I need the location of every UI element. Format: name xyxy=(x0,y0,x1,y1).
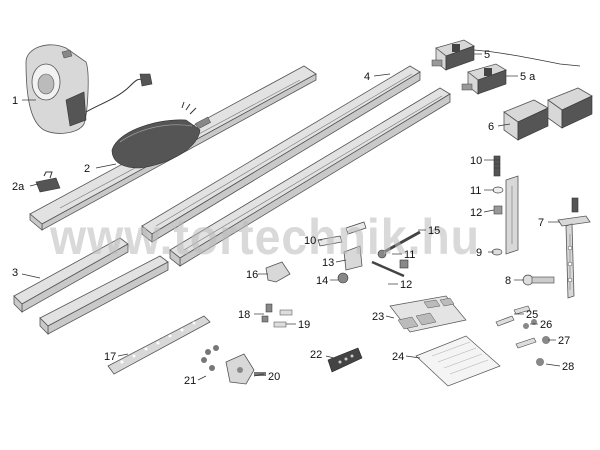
leader-lines xyxy=(21,53,561,381)
part-12-screw-center xyxy=(371,259,409,278)
callout-8: 8 xyxy=(505,275,511,287)
callout-5a: 5 a xyxy=(520,71,536,83)
part-16-cam-plate xyxy=(265,261,291,283)
part-2-drive-rail xyxy=(29,65,317,231)
part-15-long-bolt xyxy=(377,230,421,259)
callout-17: 17 xyxy=(104,351,116,363)
part-19-pins xyxy=(273,309,293,328)
callout-27: 27 xyxy=(558,335,570,347)
callout-7: 7 xyxy=(538,217,544,229)
callout-2a: 2a xyxy=(12,181,25,193)
callout-11-center: 11 xyxy=(404,249,415,261)
callout-23: 23 xyxy=(372,311,384,323)
callout-26: 26 xyxy=(540,319,552,331)
callout-21: 21 xyxy=(184,375,196,387)
part-2a-clamp xyxy=(35,171,61,193)
callout-12-center: 12 xyxy=(400,279,412,291)
part-3-short-rails xyxy=(13,237,169,335)
callout-2: 2 xyxy=(84,163,90,175)
callout-labels: 1 2 2a 3 4 5 5 a 6 7 8 9 10 11 12 10 11 … xyxy=(12,49,574,387)
power-cable xyxy=(85,78,145,113)
callout-10-center: 10 xyxy=(304,235,316,247)
callout-1: 1 xyxy=(12,95,18,107)
part-5a-carriage xyxy=(461,63,507,95)
callout-16: 16 xyxy=(246,269,258,281)
part-28-nut xyxy=(536,358,544,366)
callout-3: 3 xyxy=(12,267,18,279)
part-14-nut-center xyxy=(337,272,349,284)
part-11-washer-right xyxy=(492,186,504,194)
callout-19: 19 xyxy=(298,319,310,331)
watermark-text: www.tortechnik.hu xyxy=(49,209,480,265)
callout-4: 4 xyxy=(364,71,370,83)
part-27-anchors xyxy=(515,336,550,349)
callout-15: 15 xyxy=(428,225,440,237)
part-7-ceiling-hanger xyxy=(557,197,591,299)
part-4-long-rails xyxy=(141,65,451,267)
callout-12-right: 12 xyxy=(470,207,482,219)
part-25-screws xyxy=(495,305,531,327)
tall-hanger-bracket xyxy=(505,175,519,255)
part-21-screws xyxy=(201,345,219,371)
callout-24: 24 xyxy=(392,351,404,363)
part-23-label-sheet xyxy=(389,295,467,333)
callout-11-right: 11 xyxy=(470,185,481,197)
part-6-brackets xyxy=(503,87,593,141)
callout-20: 20 xyxy=(268,371,280,383)
part-8-bolt xyxy=(522,274,555,286)
callout-18: 18 xyxy=(238,309,250,321)
callout-25: 25 xyxy=(526,309,538,321)
part-26-washer xyxy=(523,319,537,329)
callout-10-right: 10 xyxy=(470,155,482,167)
callout-5: 5 xyxy=(484,49,490,61)
part-10-anchor-center xyxy=(317,235,343,247)
carriage-cable xyxy=(473,49,581,67)
callout-6: 6 xyxy=(488,121,494,133)
callout-9: 9 xyxy=(476,247,482,259)
part-24-manual xyxy=(415,335,501,387)
callout-28: 28 xyxy=(562,361,574,373)
part-13-angle-bracket xyxy=(343,245,363,271)
part-22-remote-control xyxy=(327,347,363,373)
callout-22: 22 xyxy=(310,349,322,361)
part-17-perforated-strap xyxy=(107,315,211,375)
callout-13: 13 xyxy=(322,257,334,269)
power-plug xyxy=(139,73,153,87)
part-20-hinge-plate xyxy=(225,353,266,385)
part-10-bolt-right xyxy=(493,155,501,177)
part-12-nut-right xyxy=(493,205,503,215)
callout-14: 14 xyxy=(316,275,328,287)
part-11-anchor-center xyxy=(345,221,367,235)
part-5-carriage xyxy=(431,39,475,71)
part-18-bolts xyxy=(261,303,273,323)
part-1-motor-cover xyxy=(25,44,89,134)
